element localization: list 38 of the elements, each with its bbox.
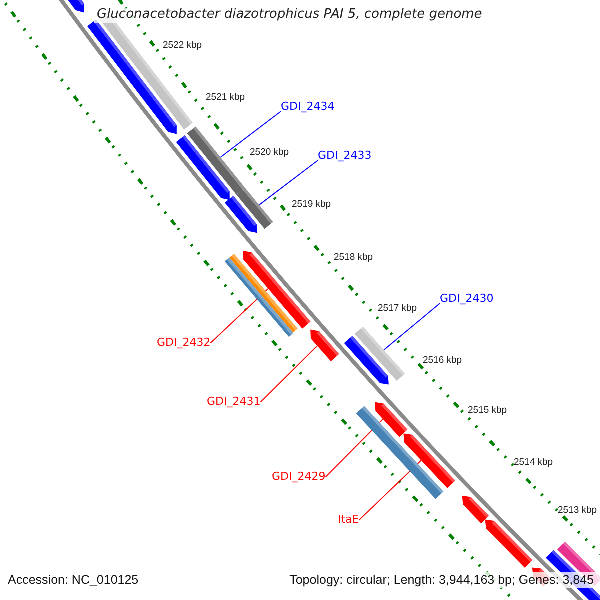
gene-label: ItaE <box>338 514 360 527</box>
gene-feature <box>176 136 230 200</box>
gene-feature <box>66 0 84 13</box>
scale-label: 2520 kbp <box>250 148 290 159</box>
leader-line <box>210 288 269 344</box>
scale-label: 2517 kbp <box>378 304 418 315</box>
leader-line <box>325 418 384 478</box>
leader-line <box>384 303 440 351</box>
leader-line <box>258 160 318 206</box>
scale-label: 2513 kbp <box>558 506 598 517</box>
gene-bar <box>356 406 444 500</box>
leader-line <box>220 111 282 158</box>
scale-label: 2519 kbp <box>292 200 332 211</box>
scale-label: 2521 kbp <box>206 93 246 104</box>
scale-label: 2518 kbp <box>334 253 374 264</box>
gene-label: GDI_2434 <box>281 101 335 114</box>
scale-label: 2514 kbp <box>514 458 554 469</box>
scale-label: 2516 kbp <box>423 356 462 367</box>
gene-feature <box>462 496 490 524</box>
gene-feature <box>344 336 389 385</box>
gene-label: GDI_2429 <box>272 471 326 484</box>
leader-line <box>260 346 318 403</box>
scale-label: 2515 kbp <box>468 406 508 417</box>
gene-label: GDI_2430 <box>440 293 494 306</box>
scale-label: 2522 kbp <box>163 41 202 52</box>
gene-label: GDI_2431 <box>207 396 261 409</box>
gene-bar <box>354 326 406 382</box>
leader-line <box>358 460 422 521</box>
gene-feature <box>404 434 456 488</box>
gene-feature <box>375 402 408 438</box>
gene-label: GDI_2433 <box>318 150 372 163</box>
gene-bar <box>187 126 245 195</box>
gene-feature <box>225 196 258 234</box>
gene-label: GDI_2432 <box>157 337 211 350</box>
gene-feature <box>243 250 311 329</box>
gene-feature <box>485 520 533 568</box>
gene-feature <box>310 330 340 362</box>
gene-bar <box>236 188 274 230</box>
